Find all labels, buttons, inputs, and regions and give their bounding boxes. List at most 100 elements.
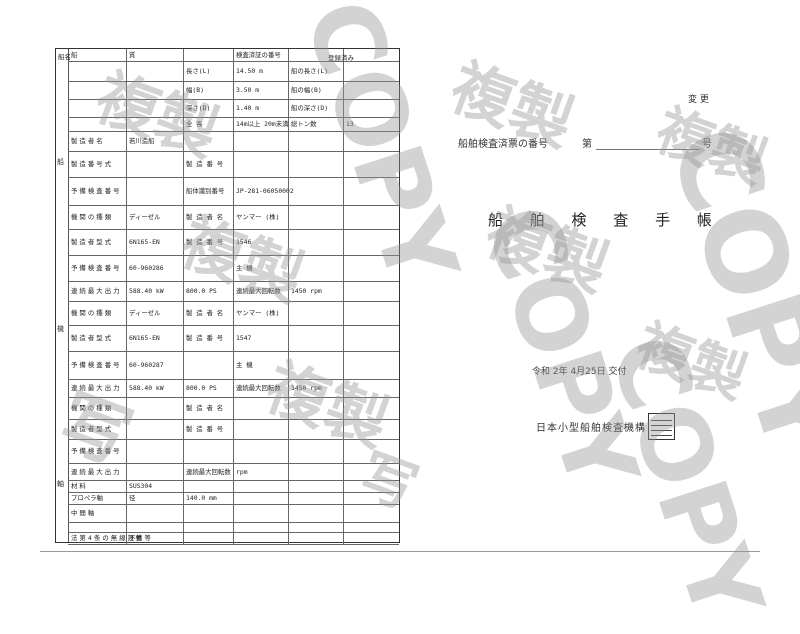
form-cell-divider	[233, 463, 234, 480]
form-cell-divider	[343, 439, 344, 463]
form-cell-divider	[233, 492, 234, 504]
form-cell-divider	[126, 131, 127, 151]
form-cell-divider	[288, 379, 289, 397]
registration-note: 登録済み	[328, 54, 354, 62]
change-label: 変 更	[688, 95, 709, 105]
form-cell: 連 続 最 大 出 力	[71, 383, 120, 392]
form-cell: rpm	[236, 467, 248, 476]
form-cell-divider	[233, 99, 234, 117]
form-cell: JP-281-06050002	[236, 186, 294, 195]
issue-date: 令和 2年 4月25日 交付	[532, 367, 627, 377]
form-cell-divider	[183, 61, 184, 81]
form-row: 製 造 者 型 式製 造 番 号	[68, 419, 399, 440]
form-cell-divider	[183, 117, 184, 131]
form-cell-divider	[126, 229, 127, 255]
form-cell: 連 続 最 大 出 力	[71, 286, 120, 295]
form-cell-divider	[183, 131, 184, 151]
form-cell-divider	[233, 61, 234, 81]
form-cell-divider	[183, 439, 184, 463]
form-cell-divider	[233, 49, 234, 61]
form-cell: 法 第 4 条 の 無 線 設 備 等	[71, 533, 151, 542]
form-cell-divider	[343, 131, 344, 151]
form-cell: 製 造 者 名	[186, 308, 224, 317]
form-cell-divider	[183, 281, 184, 301]
form-cell-divider	[233, 301, 234, 325]
form-cell-divider	[183, 325, 184, 351]
form-cell-divider	[126, 379, 127, 397]
form-cell-divider	[288, 532, 289, 544]
form-cell-divider	[126, 61, 127, 81]
form-cell-divider	[183, 177, 184, 205]
form-cell-divider	[126, 522, 127, 532]
form-cell: ヤンマー (株)	[236, 308, 280, 317]
form-cell: 製 造 者 型 式	[71, 333, 112, 342]
form-cell: 幅(B)	[186, 85, 204, 94]
form-cell-divider	[183, 419, 184, 439]
form-cell-divider	[343, 205, 344, 229]
form-cell-divider	[183, 229, 184, 255]
form-cell-divider	[343, 492, 344, 504]
form-cell-divider	[126, 81, 127, 99]
form-cell: 製 造 番 号 式	[71, 159, 112, 168]
form-cell: 1450 rpm	[291, 286, 322, 295]
form-cell: 予 備 検 査 番 号	[71, 446, 120, 455]
form-row: 予 備 検 査 番 号	[68, 439, 399, 464]
form-cell-divider	[343, 229, 344, 255]
form-cell-divider	[288, 205, 289, 229]
form-cell: 800.0 PS	[186, 286, 217, 295]
form-cell-divider	[343, 301, 344, 325]
form-cell: 若川造船	[129, 136, 155, 145]
form-cell-divider	[183, 504, 184, 522]
form-cell: 製 造 番 号	[186, 237, 224, 246]
form-cell-divider	[233, 522, 234, 532]
form-cell: 連続最大回転数	[236, 286, 281, 295]
form-cell-divider	[343, 522, 344, 532]
form-cell-divider	[343, 463, 344, 480]
form-cell: 13	[346, 119, 354, 128]
form-cell-divider	[288, 522, 289, 532]
form-cell: 船の長さ(L)	[291, 66, 329, 75]
form-cell: 1546	[236, 237, 252, 246]
form-cell-divider	[233, 397, 234, 419]
form-cell-divider	[343, 49, 344, 61]
form-cell-divider	[288, 463, 289, 480]
form-cell: 60-960286	[129, 263, 164, 272]
form-cell-divider	[183, 522, 184, 532]
form-cell-divider	[343, 351, 344, 379]
form-cell-divider	[233, 504, 234, 522]
form-cell-divider	[288, 151, 289, 177]
form-cell-divider	[126, 325, 127, 351]
form-cell: 船体識別番号	[186, 186, 225, 195]
form-cell: 不要	[129, 533, 142, 542]
form-cell: ディーゼル	[129, 212, 161, 221]
form-cell: 予 備 検 査 番 号	[71, 360, 120, 369]
form-cell-divider	[126, 117, 127, 131]
form-cell-divider	[233, 117, 234, 131]
form-cell: 機 関 の 種 類	[71, 403, 112, 412]
form-cell: 14m以上 20m未満	[236, 119, 289, 128]
form-cell-divider	[233, 81, 234, 99]
form-cell-divider	[126, 151, 127, 177]
form-cell-divider	[126, 99, 127, 117]
form-cell: ヤンマー (株)	[236, 212, 280, 221]
cert-number-underline	[596, 149, 700, 150]
form-cell-divider	[183, 379, 184, 397]
form-cell-divider	[288, 504, 289, 522]
form-cell: 長さ(L)	[186, 66, 211, 75]
form-cell-divider	[343, 81, 344, 99]
form-cell-divider	[126, 532, 127, 544]
form-cell: ディーゼル	[129, 308, 161, 317]
form-cell-divider	[233, 480, 234, 492]
form-cell: 船	[71, 50, 78, 59]
form-cell: 予 備 検 査 番 号	[71, 186, 120, 195]
form-cell-divider	[288, 117, 289, 131]
